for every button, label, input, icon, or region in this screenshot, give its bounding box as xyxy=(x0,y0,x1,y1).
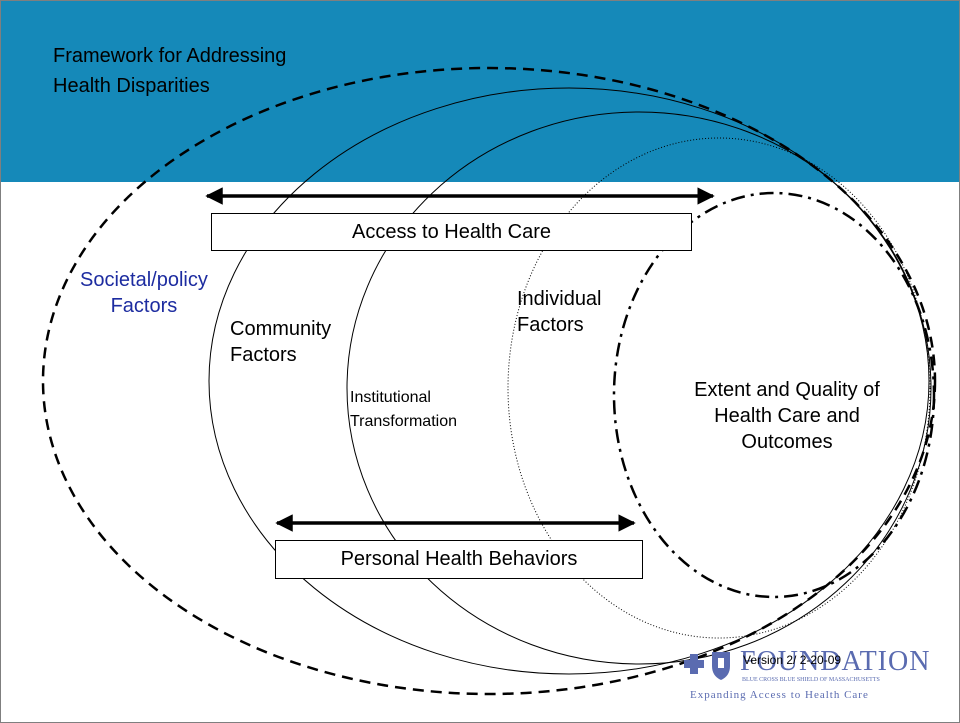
logo-wordmark: FOUNDATION xyxy=(740,646,931,677)
institutional-ellipse xyxy=(346,111,932,665)
outcomes-label: Extent and Quality of Health Care and Ou… xyxy=(671,377,903,455)
societal-policy-label: Societal/policy Factors xyxy=(80,267,208,319)
institutional-transformation-label: Institutional Transformation xyxy=(350,386,457,434)
community-ellipse xyxy=(208,87,930,675)
institutional-line-2: Transformation xyxy=(350,413,457,430)
community-line-2: Factors xyxy=(230,344,297,366)
version-label: Version 2/ 2-20-09 xyxy=(743,653,842,667)
title-line-2: Health Disparities xyxy=(53,75,210,97)
individual-line-1: Individual xyxy=(517,288,602,310)
personal-health-behaviors-box: Personal Health Behaviors xyxy=(275,540,643,579)
individual-factors-label: Individual Factors xyxy=(517,286,602,338)
header-band xyxy=(1,1,959,182)
outcomes-line-1: Extent and Quality of xyxy=(694,379,880,401)
individual-line-2: Factors xyxy=(517,314,584,336)
individual-ellipse xyxy=(507,137,931,639)
outcomes-ellipse xyxy=(612,191,936,599)
slide-title: Framework for Addressing Health Disparit… xyxy=(53,41,286,101)
foundation-logo: FOUNDATION BLUE CROSS BLUE SHIELD OF MAS… xyxy=(680,646,929,706)
societal-line-2: Factors xyxy=(110,295,178,317)
institutional-line-1: Institutional xyxy=(350,389,431,406)
outcomes-line-3: Outcomes xyxy=(741,431,833,453)
logo-subtitle: BLUE CROSS BLUE SHIELD OF MASSACHUSETTS xyxy=(742,677,880,683)
bcbs-cross-shield-icon xyxy=(684,652,730,680)
title-line-1: Framework for Addressing xyxy=(53,45,287,67)
outcomes-line-2: Health Care and xyxy=(714,405,860,427)
community-factors-label: Community Factors xyxy=(230,316,331,368)
logo-tagline: Expanding Access to Health Care xyxy=(690,689,869,701)
societal-line-1: Societal/policy xyxy=(80,269,208,291)
community-line-1: Community xyxy=(230,318,332,340)
societal-policy-ellipse xyxy=(41,66,937,696)
access-to-health-care-box: Access to Health Care xyxy=(211,213,692,251)
